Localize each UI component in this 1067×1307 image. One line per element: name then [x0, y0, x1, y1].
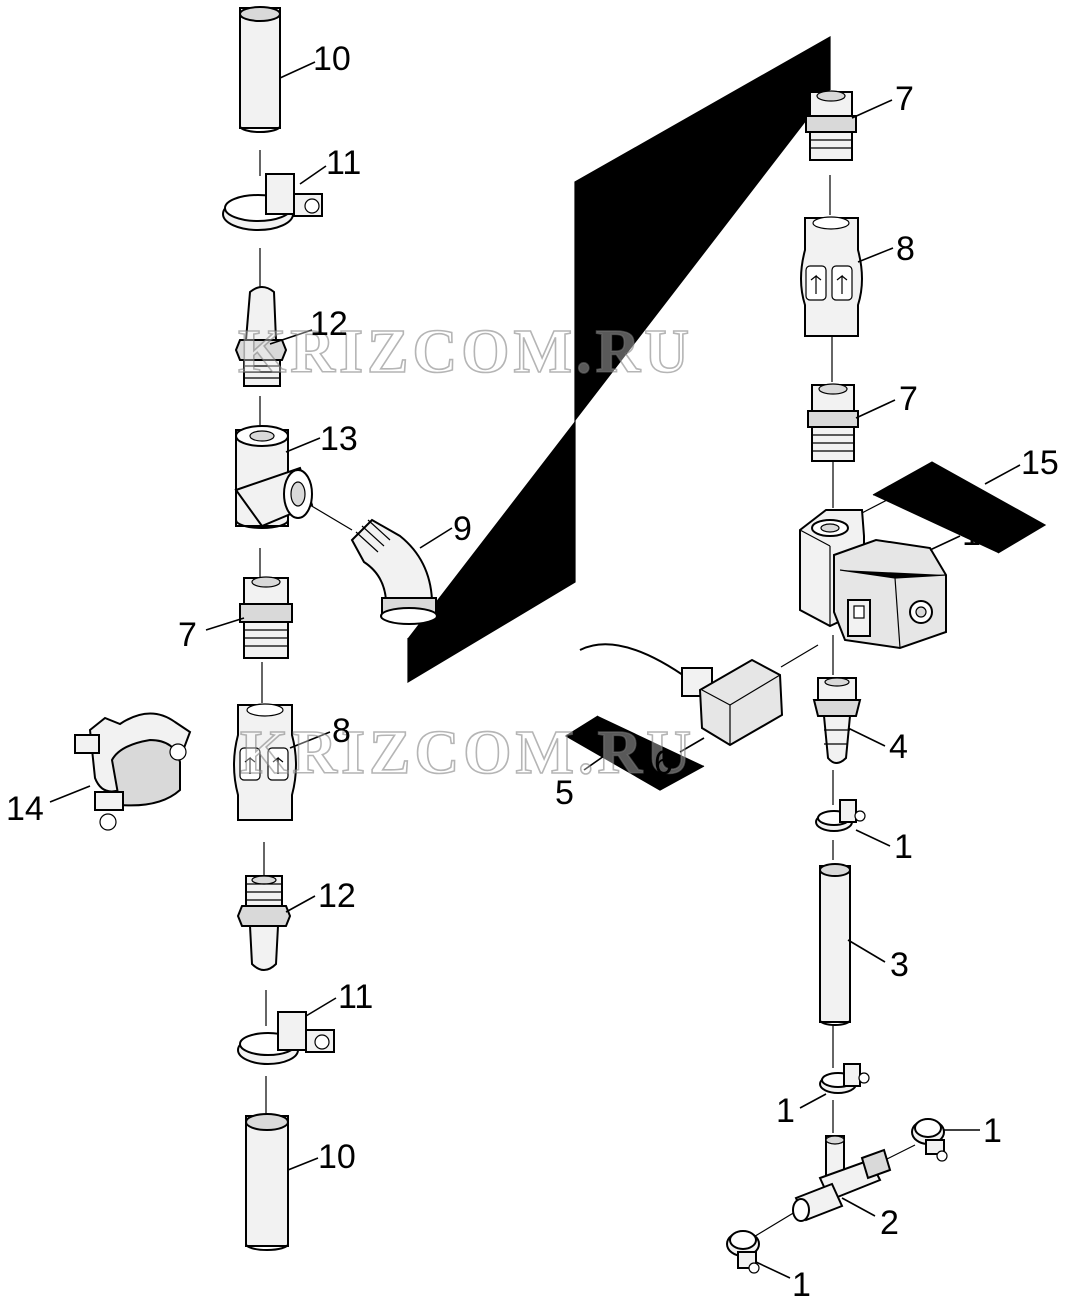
part-label-7-top-right: 7	[895, 80, 914, 118]
tee-fitting-13	[234, 425, 314, 529]
part-label-7-left: 7	[178, 616, 197, 654]
flow-arrow-icon	[244, 756, 256, 774]
part-label-10-top: 10	[313, 40, 351, 78]
sensor-bracket-lines-5	[564, 715, 705, 791]
part-label-1-a: 1	[894, 828, 913, 866]
part-label-12-top: 12	[310, 305, 348, 343]
part-label-8-right: 8	[896, 230, 915, 268]
elbow-fitting-9	[350, 518, 438, 625]
part-label-6: 6	[654, 744, 673, 782]
connection-lines	[259, 35, 1047, 1239]
part-label-14: 14	[6, 790, 44, 828]
part-label-1-b: 1	[776, 1092, 795, 1130]
level-sensor-6	[579, 643, 784, 747]
threaded-nipple-7-mid-right	[807, 383, 859, 462]
hose-clamp-icon	[222, 173, 323, 231]
hose-barb-fitting-12-top	[234, 286, 288, 387]
flow-arrow-icon	[836, 274, 848, 294]
solenoid-coil-icon	[833, 538, 947, 650]
check-valve-8-right	[800, 216, 863, 337]
part-label-10-bottom: 10	[318, 1138, 356, 1176]
part-label-11-bottom: 11	[338, 978, 373, 1016]
part-label-3: 3	[890, 946, 909, 984]
watermark-top: KRIZCOM.RU	[238, 318, 693, 386]
hose-barb-fitting-12-bottom	[236, 875, 292, 971]
part-label-5: 5	[555, 774, 574, 812]
hose-part-10-top	[239, 6, 281, 133]
hose-barb-fitting-4	[812, 677, 862, 764]
watermark-middle: KRIZCOM.RU	[240, 719, 695, 787]
hose-clamp-icon	[237, 1011, 335, 1065]
part-label-1-c: 1	[983, 1112, 1002, 1150]
part-number-labels: 10 11 12 13 9 7 8 14 12 11 10 7 8 7 15 1…	[6, 40, 1059, 1304]
hose-clamp-icon	[815, 799, 866, 832]
part-label-9: 9	[453, 510, 472, 548]
pipe-clamp-bracket-14	[74, 712, 192, 831]
part-label-1-d: 1	[792, 1266, 811, 1304]
part-label-12-bottom: 12	[318, 877, 356, 915]
hose-clamp-icon	[819, 1063, 870, 1094]
hose-part-10-bottom	[245, 1113, 289, 1251]
check-valve-8-left	[233, 703, 297, 821]
part-label-13: 13	[320, 420, 358, 458]
hose-clamp-icon	[726, 1230, 760, 1274]
tee-connector-2	[792, 1135, 892, 1222]
hose-clamp-icon	[911, 1118, 948, 1162]
part-label-2: 2	[880, 1204, 899, 1242]
leader-lines	[49, 61, 1021, 1279]
flow-arrow-icon	[272, 756, 284, 774]
part-label-4: 4	[889, 728, 908, 766]
flow-arrow-icon	[810, 274, 822, 294]
part-label-16: 16	[962, 515, 1000, 553]
threaded-nipple-7-left	[239, 576, 293, 659]
threaded-nipple-7-top-right	[805, 90, 857, 161]
part-label-8-left: 8	[332, 712, 351, 750]
part-label-11-top: 11	[326, 144, 361, 182]
hose-part-3	[819, 863, 851, 1026]
part-label-7-mid-right: 7	[899, 380, 918, 418]
part-label-15: 15	[1021, 444, 1059, 482]
